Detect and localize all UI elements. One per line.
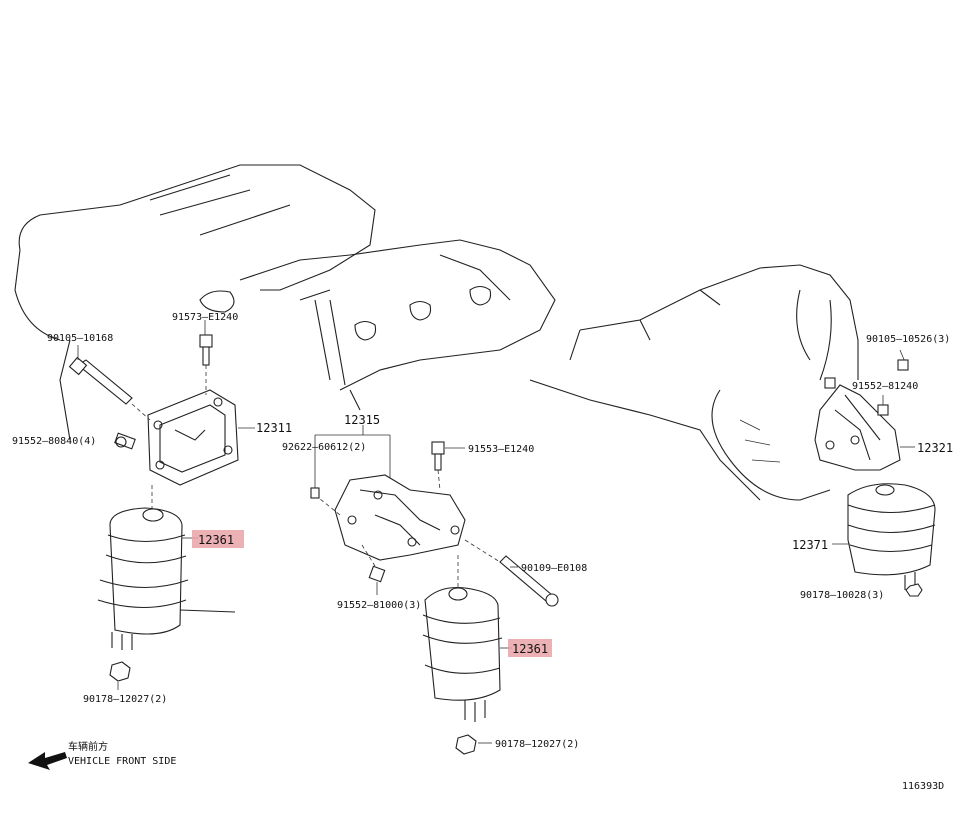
nut-90178-12027-center: [455, 734, 492, 755]
bolt-90109-e0108: [464, 539, 559, 607]
right-mount-12371: [832, 483, 936, 597]
left-bracket-12311: [147, 389, 255, 486]
label-91553-e1240: 91553–E1240: [468, 444, 534, 455]
label-12371: 12371: [792, 538, 828, 552]
left-assembly-guides: [131, 365, 207, 510]
nut-90178-12027-left: [109, 661, 131, 690]
left-mount-12361: [97, 507, 236, 650]
label-90178-12027-left: 90178–12027(2): [83, 694, 167, 705]
label-12361-center[interactable]: 12361: [512, 642, 548, 656]
label-12321: 12321: [917, 441, 953, 455]
label-90105-10168: 90105–10168: [47, 333, 113, 344]
label-12311: 12311: [256, 421, 292, 435]
highlight-12361-center: [508, 639, 552, 657]
part-labels: 90105–10168 91552–80840(4) 91573–E1240 1…: [12, 312, 953, 792]
label-91552-81240: 91552–81240: [852, 381, 918, 392]
label-91552-81000: 91552–81000(3): [337, 600, 421, 611]
bolt-91552-81000: [361, 544, 386, 595]
stud-92622-60612: [310, 487, 320, 499]
bolt-91573-e1240: [199, 320, 213, 366]
center-bracket-12315: [314, 425, 466, 561]
label-91573-e1240: 91573–E1240: [172, 312, 238, 323]
figure-id: 116393D: [902, 781, 944, 792]
label-91552-80840: 91552–80840(4): [12, 436, 96, 447]
bolt-91552-80840: [114, 432, 136, 450]
label-90178-10028: 90178–10028(3): [800, 590, 884, 601]
bolt-90105-10168: [68, 345, 133, 405]
label-90109-e0108: 90109–E0108: [521, 563, 587, 574]
label-front-en: VEHICLE FRONT SIDE: [68, 756, 176, 767]
label-90178-12027-center: 90178–12027(2): [495, 739, 579, 750]
center-mount-12361: [422, 555, 512, 722]
right-bracket-12321: [814, 349, 915, 471]
label-92622-60612: 92622–60612(2): [282, 442, 366, 453]
label-front-cn: 车辆前方: [68, 740, 108, 753]
highlight-12361-left: [192, 530, 244, 548]
label-12361-left[interactable]: 12361: [198, 533, 234, 547]
engine-outline: [14, 164, 859, 501]
bolt-91553-e1240: [431, 441, 465, 491]
label-12315: 12315: [344, 413, 380, 427]
vehicle-front-arrow-icon: [28, 752, 67, 770]
label-90105-10526: 90105–10526(3): [866, 334, 950, 345]
